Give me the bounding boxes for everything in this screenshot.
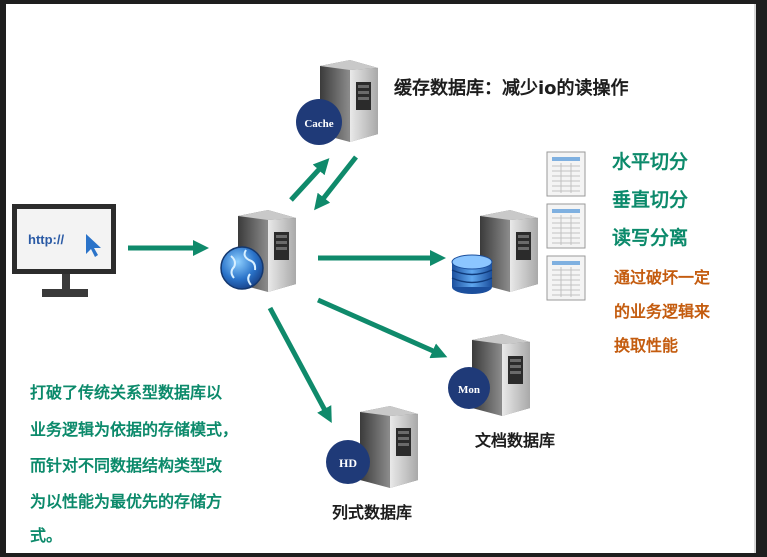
arrow-web-to-column <box>267 306 332 424</box>
diagram-canvas: http:// Cache <box>6 4 756 553</box>
document-db-label: 文档数据库 <box>475 431 556 450</box>
cache-badge: Cache <box>296 99 342 145</box>
hd-badge: HD <box>326 440 370 484</box>
tradeoff-line: 通过破坏一定 <box>614 268 711 287</box>
column-db-server <box>360 406 418 488</box>
mon-badge: Mon <box>448 367 490 409</box>
sheet-icon <box>546 151 586 197</box>
sheet-icon <box>546 203 586 249</box>
hd-badge-text: HD <box>339 456 357 470</box>
arrow-web-to-document <box>316 297 448 359</box>
tradeoff-line: 换取性能 <box>614 336 679 355</box>
mon-badge-text: Mon <box>458 384 480 396</box>
globe-icon <box>220 246 264 290</box>
arrow-web-to-cache <box>289 158 330 202</box>
vertical-split-label: 垂直切分 <box>612 189 689 211</box>
cursor-icon <box>86 234 101 257</box>
description-line: 式。 <box>30 526 63 545</box>
diagram-graphics: http:// Cache <box>12 60 586 488</box>
tradeoff-line: 的业务逻辑来 <box>614 302 711 321</box>
description-line: 业务逻辑为依据的存储模式， <box>30 420 239 439</box>
description-line: 打破了传统关系型数据库以 <box>30 383 223 402</box>
sheet-icon <box>546 255 586 301</box>
cache-badge-text: Cache <box>304 118 333 130</box>
rw-split-label: 读写分离 <box>612 227 689 249</box>
database-icon <box>451 254 493 294</box>
browser-monitor: http:// <box>12 204 116 297</box>
cache-db-label: 缓存数据库：减少io的读操作 <box>394 78 629 99</box>
horizontal-split-label: 水平切分 <box>612 151 689 173</box>
column-db-label: 列式数据库 <box>332 503 413 522</box>
description-line: 而针对不同数据结构类型改 <box>30 456 223 475</box>
description-line: 为以性能为最优先的存储方 <box>30 492 223 511</box>
arrow-cache-to-web <box>314 155 358 211</box>
browser-url-text: http:// <box>28 232 64 247</box>
